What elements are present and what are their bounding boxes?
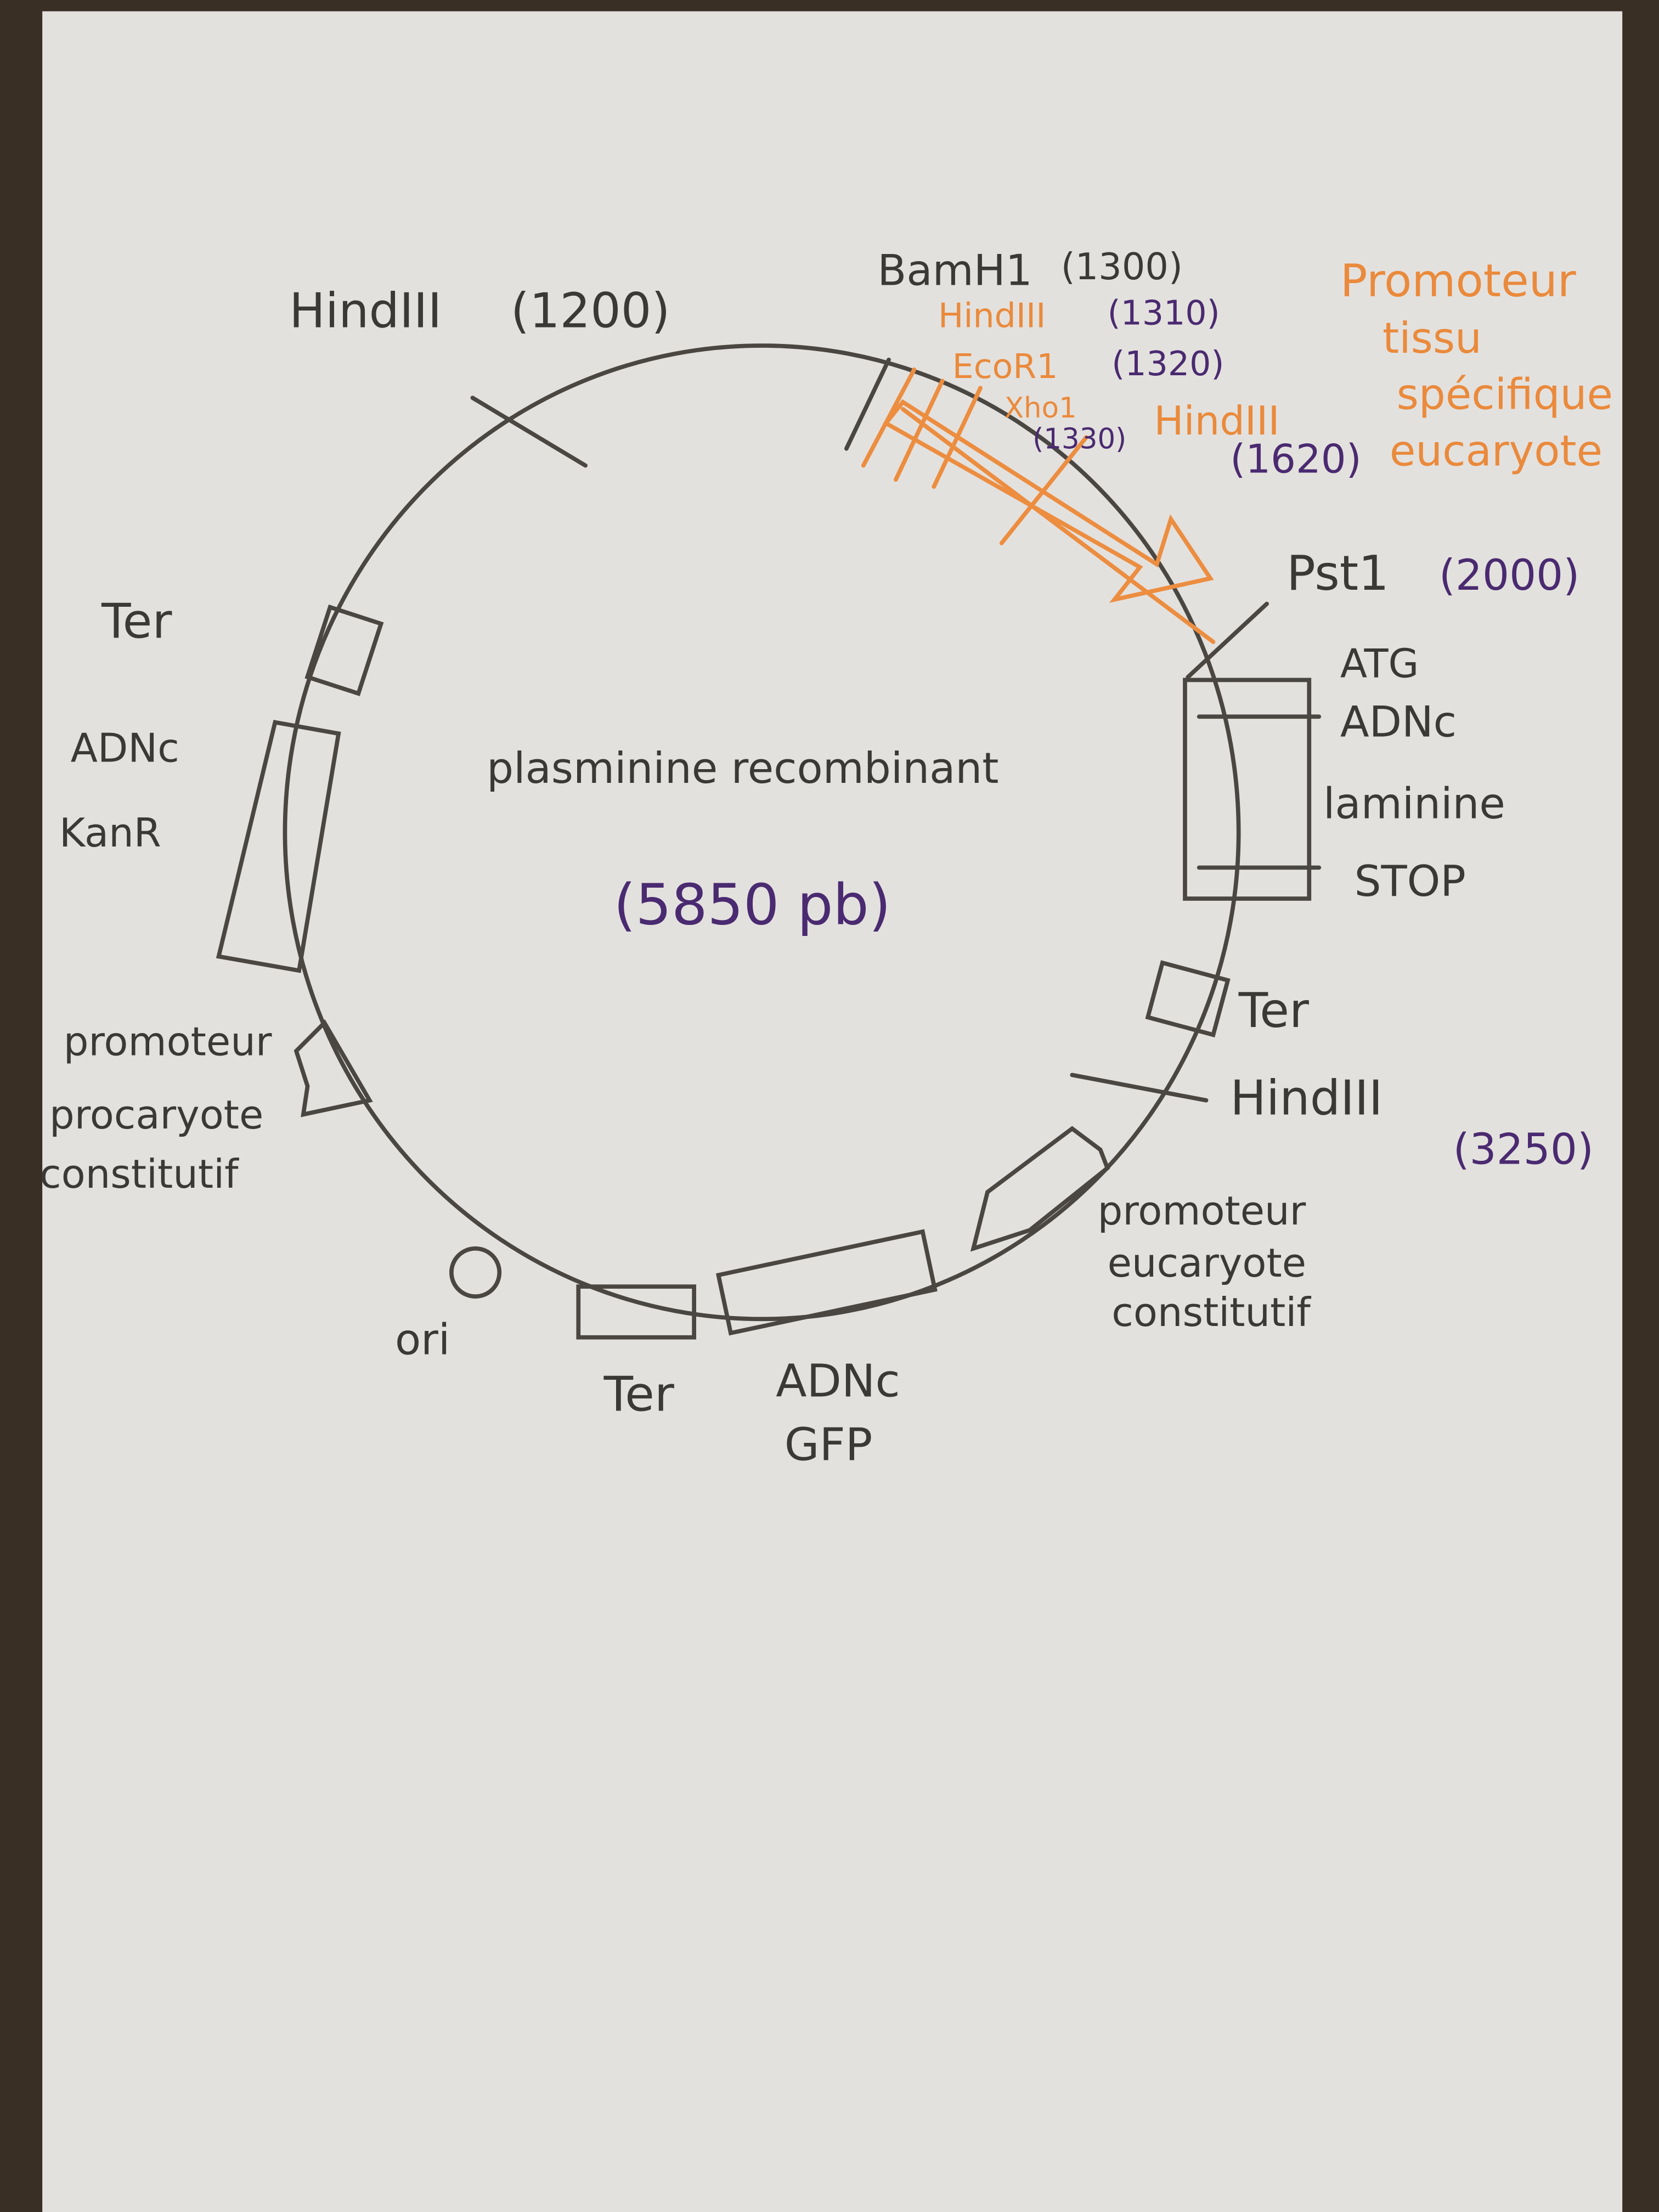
plasmid-title: plasminine recombinant — [487, 744, 998, 793]
ter-right-box — [1145, 960, 1231, 1037]
euk-promoter-line-3: constitutif — [1111, 1289, 1311, 1335]
plasmid-circle — [283, 343, 1241, 1322]
site-hind-1310-pos: (1310) — [1108, 293, 1220, 332]
kanr-name: KanR — [59, 810, 161, 856]
laminin-name: laminine — [1323, 779, 1505, 828]
site-hind-1310-name: HindIII — [938, 296, 1046, 336]
ter-left-box — [304, 604, 384, 696]
site-pst1-pos: (2000) — [1439, 551, 1579, 600]
prok-promoter-line-1: promoteur — [64, 1018, 272, 1064]
prok-promoter-arrow — [294, 1019, 373, 1118]
site-mark-ecor1 — [894, 379, 945, 482]
site-hind-1200-pos: (1200) — [511, 283, 670, 339]
euk-promoter-arrow — [970, 1126, 1110, 1252]
tissue-promoter-arrow — [883, 399, 1214, 603]
ter-right-label: Ter — [1238, 983, 1309, 1039]
site-hind-3250-pos: (3250) — [1453, 1125, 1594, 1174]
site-bamh1-name: BamH1 — [877, 246, 1032, 295]
ter-bottom-box — [576, 1284, 696, 1340]
gfp-cdna-box — [715, 1229, 938, 1336]
site-xho1-pos: (1330) — [1032, 423, 1126, 456]
site-hind-1200-name: HindIII — [289, 283, 442, 339]
kanr-box — [216, 720, 341, 973]
ter-bottom-label: Ter — [603, 1366, 674, 1422]
site-mark-pst1 — [1186, 601, 1269, 680]
ori-circle — [449, 1246, 502, 1299]
gfp-name: GFP — [785, 1419, 873, 1471]
site-pst1-name: Pst1 — [1286, 545, 1389, 601]
kanr-adnc: ADNc — [71, 725, 179, 771]
ori-label: ori — [395, 1316, 450, 1365]
prok-promoter-line-2: procaryote — [49, 1092, 263, 1138]
tissue-promoter-line-2: tissu — [1383, 314, 1482, 363]
site-mark-hind-1200 — [470, 396, 588, 468]
ter-left-label: Ter — [101, 593, 172, 649]
site-hind-1620-pos: (1620) — [1230, 436, 1361, 482]
site-bamh1-pos: (1300) — [1061, 245, 1183, 288]
gfp-adnc: ADNc — [776, 1356, 900, 1408]
site-hind-3250-name: HindIII — [1230, 1070, 1383, 1126]
plasmid-size: (5850 pb) — [614, 872, 891, 938]
site-ecor1-name: EcoR1 — [952, 347, 1058, 386]
laminin-adnc: ADNc — [1340, 697, 1457, 747]
laminin-atg: ATG — [1340, 640, 1419, 686]
site-hind-1620-name: HindIII — [1154, 398, 1279, 444]
tissue-promoter-line-4: eucaryote — [1390, 427, 1602, 476]
site-ecor1-pos: (1320) — [1111, 344, 1224, 383]
tissue-promoter-line-3: spécifique — [1397, 370, 1613, 420]
laminin-cdna-box — [1183, 678, 1312, 901]
insert-line — [900, 407, 1216, 644]
site-xho1-name: Xho1 — [1005, 392, 1077, 425]
laminin-stop: STOP — [1355, 857, 1466, 906]
tissue-promoter-label: Promoteur tissu spécifique eucaryote — [1340, 255, 1613, 476]
site-mark-bamh1 — [844, 357, 891, 451]
site-mark-hind-3250 — [1070, 1073, 1209, 1103]
tissue-promoter-line-1: Promoteur — [1340, 255, 1576, 307]
euk-promoter-line-1: promoteur — [1098, 1188, 1306, 1234]
euk-promoter-line-2: eucaryote — [1108, 1240, 1306, 1286]
prok-promoter-line-3: constitutif — [40, 1151, 239, 1197]
